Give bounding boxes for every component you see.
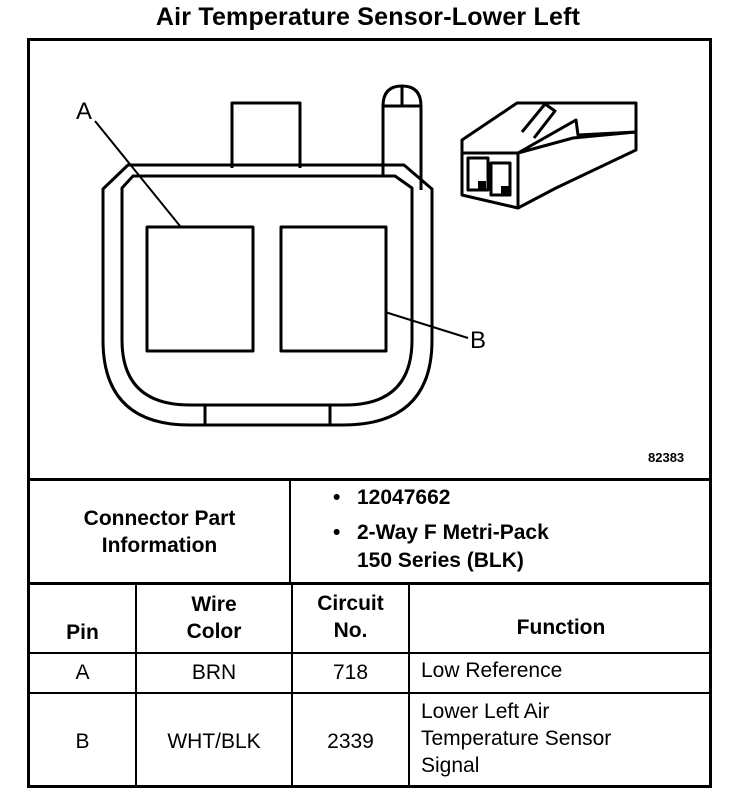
divider: [27, 582, 712, 585]
divider: [135, 582, 137, 788]
row-b-wire-color: WHT/BLK: [167, 730, 261, 753]
page-title: Air Temperature Sensor-Lower Left: [155, 3, 581, 31]
connector-3d-sketch: [460, 101, 638, 210]
connector-inner-housing: [120, 174, 414, 407]
connector-diagram: A B: [76, 84, 638, 427]
cavity-a: [145, 225, 255, 353]
divider: [27, 652, 712, 654]
divider: [27, 478, 712, 481]
column-header-pin: Pin: [66, 621, 99, 644]
row-a-wire-color: BRN: [191, 661, 237, 684]
label-b: B: [470, 327, 486, 354]
connector-series: 150 Series (BLK): [357, 549, 524, 572]
connector-latch: [230, 101, 302, 168]
row-b-circuit: 2339: [327, 730, 374, 753]
connector-type: •2-Way F Metri-Pack: [333, 521, 549, 544]
row-a-function: Low Reference: [421, 659, 563, 682]
row-a-pin: A: [75, 661, 90, 684]
label-a: A: [76, 98, 92, 125]
divider: [27, 692, 712, 694]
row-b-function: Lower Left Air Temperature Sensor Signal: [421, 700, 612, 777]
leader-line-b: [384, 311, 469, 339]
connector-info-header: Connector Part Information: [83, 507, 236, 557]
divider: [289, 478, 291, 584]
divider: [291, 582, 293, 788]
cavity-b: [279, 225, 388, 353]
divider: [408, 582, 410, 788]
figure-number: 82383: [648, 450, 685, 465]
column-header-wire-color: Wire Color: [186, 593, 242, 643]
column-header-function: Function: [516, 616, 606, 639]
row-b-pin: B: [75, 730, 90, 753]
leader-line-a: [94, 120, 181, 227]
diagram-frame: [27, 38, 712, 788]
column-header-circuit: Circuit No.: [317, 592, 384, 642]
row-a-circuit: 718: [332, 661, 369, 684]
part-number: •12047662: [333, 486, 451, 509]
connector-outer-housing: [101, 163, 434, 427]
